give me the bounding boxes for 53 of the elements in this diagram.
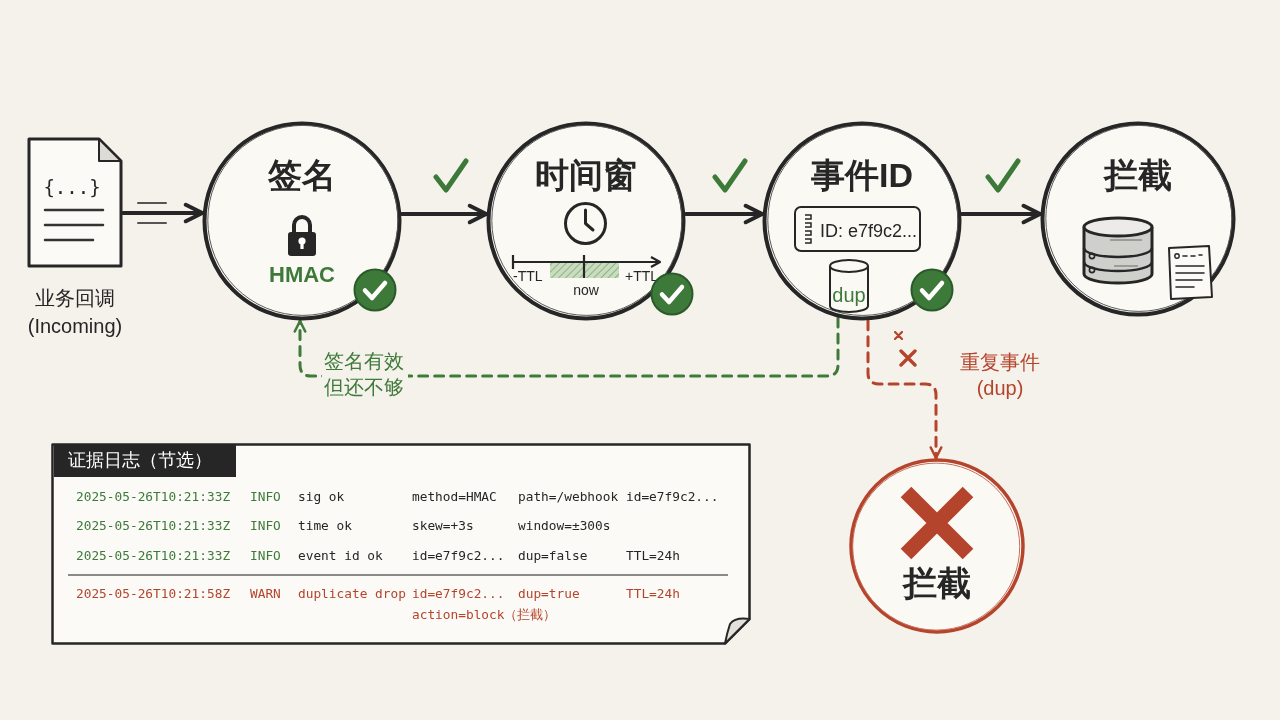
id-tag: [794, 206, 921, 252]
log-field: dup=true: [518, 585, 580, 603]
log-field: path=/webhook: [518, 488, 619, 506]
dashed-arrow: [866, 319, 943, 460]
code-text: {...}: [43, 175, 101, 199]
arrow: [959, 203, 1043, 225]
edge-label: 签名有效但还不够: [322, 348, 408, 400]
log-level: INFO: [250, 517, 281, 535]
arrow: [399, 203, 489, 225]
log-field: TTL=24h: [626, 585, 680, 603]
log-message: event id ok: [298, 547, 383, 565]
log-level: INFO: [250, 547, 281, 565]
log-level: INFO: [250, 488, 281, 506]
arrow: [683, 203, 765, 225]
method-label: HMAC: [269, 261, 335, 289]
log-timestamp: 2025-05-26T10:21:33Z: [76, 517, 231, 535]
heading-tab: 证据日志（节选）: [54, 444, 236, 477]
axis-label: now: [573, 282, 599, 299]
stage-title: 事件ID: [811, 155, 913, 196]
stage-title: 拦截: [1104, 155, 1172, 196]
log-field: action=block（拦截）: [412, 606, 557, 624]
id-text: ID: e7f9c2...: [820, 220, 918, 243]
cylinder-label: dup: [832, 283, 866, 307]
log-field: id=e7f9c2...: [412, 547, 505, 565]
log-timestamp: 2025-05-26T10:21:33Z: [76, 547, 231, 565]
arrow: [121, 202, 205, 224]
log-field: id=e7f9c2...: [412, 585, 505, 603]
database-cylinder: [828, 258, 870, 314]
log-field: window=±300s: [518, 517, 611, 535]
log-field: method=HMAC: [412, 488, 497, 506]
stop-circle: [849, 458, 1025, 634]
stage-circle: [202, 121, 402, 321]
document-shape: [27, 137, 123, 268]
axis-label: +TTL: [625, 268, 659, 285]
stage-circle: [762, 121, 962, 321]
log-field: dup=false: [518, 547, 588, 565]
log-message: duplicate drop: [298, 585, 406, 603]
log-field: id=e7f9c2...: [626, 488, 719, 506]
log-field: skew=+3s: [412, 517, 474, 535]
log-timestamp: 2025-05-26T10:21:33Z: [76, 488, 231, 506]
log-message: time ok: [298, 517, 352, 535]
axis-label: -TTL: [513, 268, 543, 285]
stage-title: 签名: [268, 155, 336, 196]
node-caption: 业务回调 (Incoming): [26, 286, 124, 339]
stage-title: 时间窗: [535, 155, 637, 196]
log-field: TTL=24h: [626, 547, 680, 565]
stage-circle: [486, 121, 686, 321]
log-level: WARN: [250, 585, 281, 603]
dashed-arrow: [293, 316, 840, 378]
log-message: sig ok: [298, 488, 345, 506]
log-panel: [51, 443, 751, 645]
log-timestamp: 2025-05-26T10:21:58Z: [76, 585, 231, 603]
stage-title: 拦截: [903, 563, 971, 604]
